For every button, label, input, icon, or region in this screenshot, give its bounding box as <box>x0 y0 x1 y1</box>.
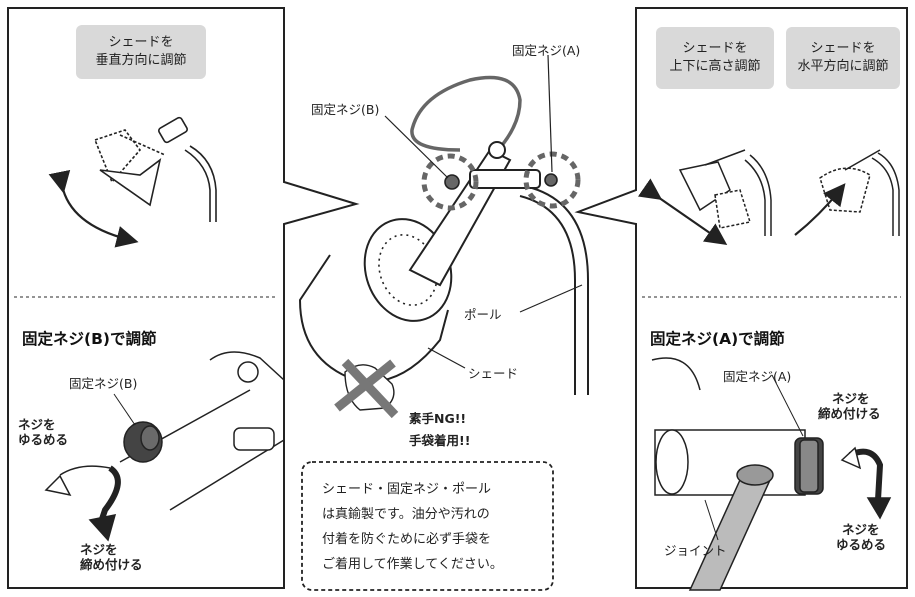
height-adjust-illustration <box>637 149 772 246</box>
screw-b-section-title: 固定ネジ(B)で調節 <box>22 330 157 348</box>
tighten-label-right-line2: 締め付ける <box>818 406 881 421</box>
note-line-1: シェード・固定ネジ・ポール <box>322 482 492 497</box>
vertical-adjust-line2: 垂直方向に調節 <box>95 53 187 68</box>
tighten-label-left-line2: 締め付ける <box>80 557 143 572</box>
note-box-frame <box>301 461 554 591</box>
screw-a-detail <box>651 357 892 591</box>
tighten-label-left-line1: ネジを <box>80 542 118 557</box>
note-box: シェード・固定ネジ・ポール は真鍮製です。油分や汚れの 付着を防ぐために必ず手袋… <box>322 477 547 577</box>
screw-b-highlight <box>421 153 479 211</box>
pole-label: ポール <box>464 307 502 322</box>
horizontal-adjust-box: シェードを 水平方向に調節 <box>786 27 900 89</box>
loosen-label-right-line1: ネジを <box>842 522 880 537</box>
height-adjust-box: シェードを 上下に高さ調節 <box>656 27 774 89</box>
tighten-label-left: ネジを 締め付ける <box>80 542 143 572</box>
loosen-label-left-line1: ネジを <box>18 417 56 432</box>
screw-b-detail <box>44 351 285 542</box>
height-adjust-line1: シェードを <box>682 41 748 56</box>
vertical-adjust-line1: シェードを <box>108 35 174 50</box>
joint-label: ジョイント <box>664 543 727 558</box>
gloves-warning-line1: 素手NG!! <box>409 411 467 426</box>
loosen-label-left-line2: ゆるめる <box>18 432 69 447</box>
loosen-label-right: ネジを ゆるめる <box>836 522 886 552</box>
screw-b-label: 固定ネジ(B) <box>69 376 138 391</box>
note-line-2: は真鍮製です。油分や汚れの <box>322 507 490 522</box>
gloves-warning-line2: 手袋着用!! <box>409 433 471 448</box>
height-adjust-line2: 上下に高さ調節 <box>669 59 761 74</box>
horizontal-adjust-line2: 水平方向に調節 <box>797 59 889 74</box>
screw-a-label: 固定ネジ(A) <box>723 369 792 384</box>
tighten-label-right-line1: ネジを <box>832 391 870 406</box>
horizontal-adjust-illustration <box>794 149 900 236</box>
vertical-adjust-illustration <box>48 116 217 248</box>
shade-label: シェード <box>468 366 519 381</box>
note-line-3: 付着を防ぐために必ず手袋を <box>322 532 492 547</box>
tighten-label-right: ネジを 締め付ける <box>818 391 881 421</box>
screw-a-highlight <box>523 151 581 209</box>
screw-a-section-title: 固定ネジ(A)で調節 <box>650 330 785 348</box>
screw-b-label-center: 固定ネジ(B) <box>311 102 380 117</box>
lamp-illustration <box>298 54 589 395</box>
loosen-label-left: ネジを ゆるめる <box>18 417 68 447</box>
no-bare-hands-icon <box>334 358 399 419</box>
screw-a-label-center: 固定ネジ(A) <box>512 43 581 58</box>
horizontal-adjust-line1: シェードを <box>810 41 876 56</box>
note-line-4: ご着用して作業してください。 <box>322 557 503 572</box>
loosen-label-right-line2: ゆるめる <box>836 537 887 552</box>
gloves-warning: 素手NG!! 手袋着用!! <box>409 408 470 452</box>
vertical-adjust-box: シェードを 垂直方向に調節 <box>76 25 206 79</box>
